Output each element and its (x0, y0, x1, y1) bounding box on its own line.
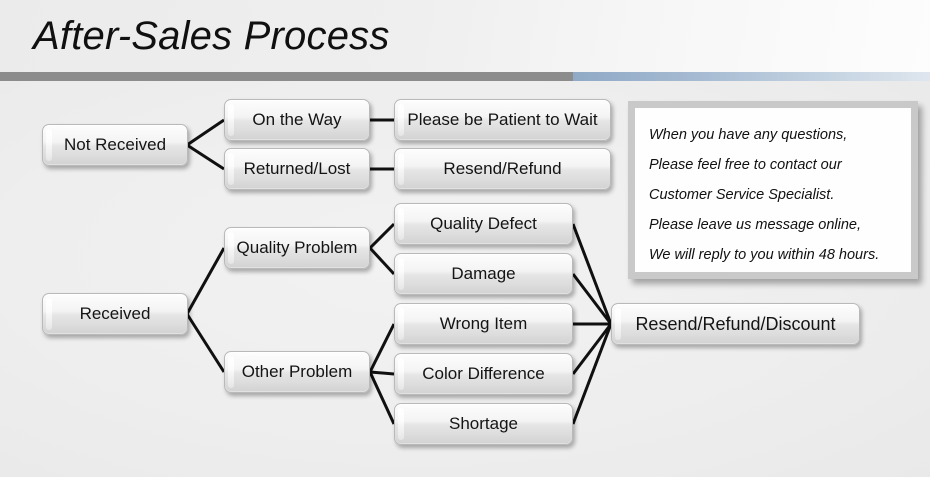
node-label: Resend/Refund/Discount (635, 313, 836, 334)
node-quality-defect[interactable]: Quality Defect (394, 203, 573, 245)
node-label: Color Difference (422, 364, 545, 383)
page-title: After-Sales Process (33, 14, 390, 58)
divider-blue-segment (573, 72, 930, 81)
node-label: On the Way (252, 110, 342, 129)
node-label: Shortage (449, 414, 518, 433)
contact-info-body: When you have any questions, Please feel… (635, 108, 911, 272)
node-label: Please be Patient to Wait (407, 110, 598, 129)
node-other-problem[interactable]: Other Problem (224, 351, 370, 393)
node-label: Other Problem (241, 362, 353, 381)
node-label: Damage (451, 264, 516, 283)
node-damage[interactable]: Damage (394, 253, 573, 295)
node-label: Resend/Refund (443, 159, 562, 178)
info-line: We will reply to you within 48 hours. (649, 247, 880, 263)
node-received[interactable]: Received (42, 293, 188, 335)
node-please-be-patient-to-wait[interactable]: Please be Patient to Wait (394, 99, 611, 141)
node-label: Quality Problem (236, 238, 358, 257)
info-line: Please leave us message online, (649, 217, 861, 233)
node-label: Wrong Item (439, 314, 528, 333)
contact-info-panel: When you have any questions, Please feel… (628, 101, 918, 279)
node-resend-refund[interactable]: Resend/Refund (394, 148, 611, 190)
node-on-the-way[interactable]: On the Way (224, 99, 370, 141)
flow-diagram-canvas: Not Received Received On the Way Returne… (0, 81, 930, 477)
node-shortage[interactable]: Shortage (394, 403, 573, 445)
info-line: When you have any questions, (649, 127, 848, 143)
node-quality-problem[interactable]: Quality Problem (224, 227, 370, 269)
connector-lines (185, 118, 613, 425)
node-wrong-item[interactable]: Wrong Item (394, 303, 573, 345)
slide-header: After-Sales Process (0, 0, 930, 72)
info-line: Customer Service Specialist. (649, 187, 835, 203)
info-line: Please feel free to contact our (649, 157, 842, 173)
node-label: Quality Defect (430, 214, 537, 233)
header-divider (0, 72, 930, 81)
node-resend-refund-discount[interactable]: Resend/Refund/Discount (611, 303, 860, 345)
divider-gray-segment (0, 72, 573, 81)
node-label: Not Received (63, 135, 167, 154)
node-label: Received (79, 304, 151, 323)
node-returned-lost[interactable]: Returned/Lost (224, 148, 370, 190)
node-label: Returned/Lost (243, 159, 351, 178)
node-color-difference[interactable]: Color Difference (394, 353, 573, 395)
node-not-received[interactable]: Not Received (42, 124, 188, 166)
